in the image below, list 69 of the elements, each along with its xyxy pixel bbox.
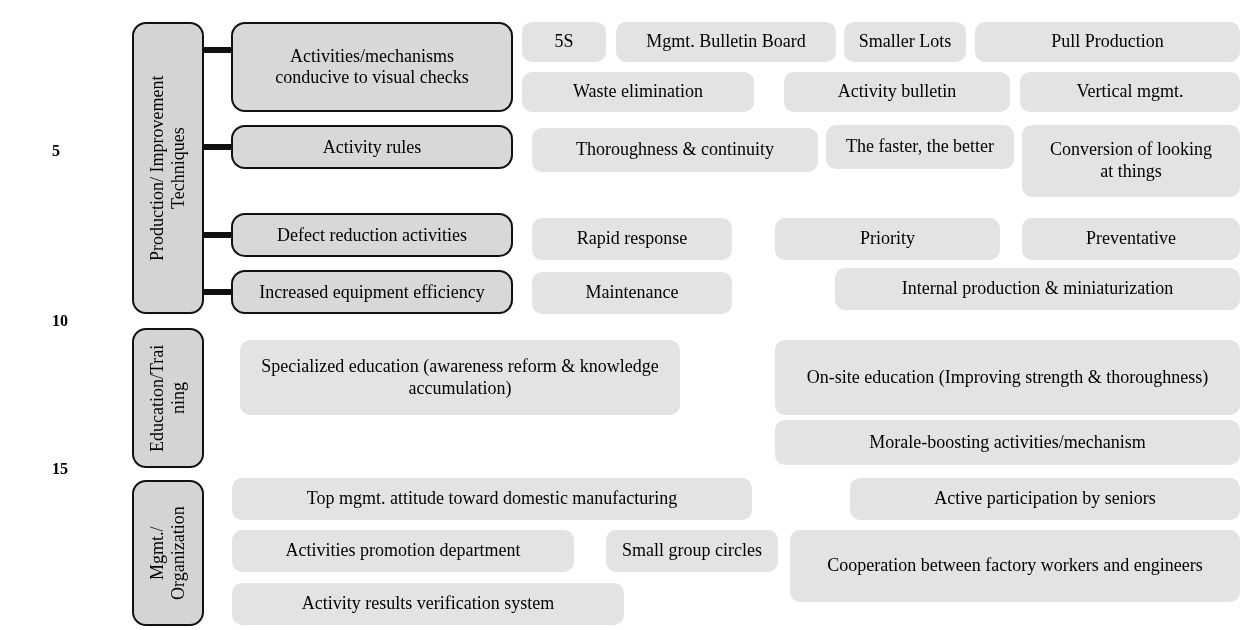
item-box — [784, 72, 1010, 112]
node-text: Preventative — [1086, 228, 1176, 250]
node-text: Vertical mgmt. — [1076, 81, 1184, 103]
item-box — [616, 22, 836, 62]
node-text: Rapid response — [576, 228, 688, 250]
item-box — [775, 218, 1000, 260]
node-text: Small group circles — [622, 540, 762, 562]
item-box — [1020, 72, 1240, 112]
item-box — [522, 22, 606, 62]
node-text: The faster, the better — [845, 136, 995, 158]
node-text: Activity results verification system — [301, 593, 555, 615]
item-box — [532, 128, 818, 172]
node-text: Active participation by seniors — [934, 488, 1156, 510]
item-box — [844, 22, 966, 62]
category-label: Production/ Improvement Techniques — [147, 74, 189, 263]
connector-line — [204, 289, 231, 295]
item-box — [975, 22, 1240, 62]
node-text: Defect reduction activities — [277, 224, 467, 246]
item-box — [532, 272, 732, 314]
item-box — [532, 218, 732, 260]
item-box — [835, 268, 1240, 310]
node-text: Thoroughness & continuity — [576, 139, 774, 161]
node-text: Mgmt. Bulletin Board — [646, 31, 806, 53]
node-text: Conversion of looking at things — [1049, 139, 1213, 183]
connector-line — [204, 47, 231, 53]
technique-box — [231, 22, 513, 112]
category-box — [132, 328, 204, 468]
item-box — [606, 530, 778, 572]
node-text: Increased equipment efficiency — [259, 281, 485, 303]
technique-box — [231, 125, 513, 169]
item-box — [850, 478, 1240, 520]
item-box — [775, 420, 1240, 465]
connector-line — [204, 144, 231, 150]
item-box — [232, 478, 752, 520]
node-text: 5S — [554, 31, 574, 53]
technique-box — [231, 213, 513, 257]
item-box — [790, 530, 1240, 602]
item-box — [522, 72, 754, 112]
line-number: 10 — [52, 312, 68, 330]
node-text: Activity rules — [322, 136, 422, 158]
item-box — [232, 583, 624, 625]
category-label: Education/Trai ning — [147, 343, 189, 454]
category-label: Mgmt./ Organization — [147, 505, 189, 602]
connector-line — [204, 232, 231, 238]
node-text: Maintenance — [585, 282, 679, 304]
item-box — [826, 125, 1014, 169]
node-text: Top mgmt. attitude toward domestic manufacturing — [306, 488, 678, 510]
node-text: Specialized education (awareness reform & knowledge accumulation) — [260, 355, 660, 400]
technique-box — [231, 270, 513, 314]
node-text: Activities/mechanisms conducive to visual checks — [274, 46, 470, 88]
node-text: Waste elimination — [573, 81, 703, 103]
node-text: Priority — [860, 228, 915, 250]
item-box — [1022, 218, 1240, 260]
category-box — [132, 22, 204, 314]
node-text: On-site education (Improving strength & thoroughness) — [806, 366, 1209, 389]
item-box — [1022, 125, 1240, 197]
node-text: Pull Production — [1051, 31, 1164, 53]
line-number: 15 — [52, 460, 68, 478]
node-text: Morale-boosting activities/mechanism — [869, 431, 1146, 454]
node-text: Activity bulletin — [837, 81, 957, 103]
line-number: 5 — [52, 142, 60, 160]
node-text: Internal production & miniaturization — [901, 278, 1174, 300]
item-box — [232, 530, 574, 572]
node-text: Activities promotion department — [285, 540, 521, 562]
node-text: Smaller Lots — [858, 31, 952, 53]
item-box — [775, 340, 1240, 415]
node-text: Cooperation between factory workers and engineers — [827, 555, 1203, 577]
item-box — [240, 340, 680, 415]
category-box — [132, 480, 204, 626]
